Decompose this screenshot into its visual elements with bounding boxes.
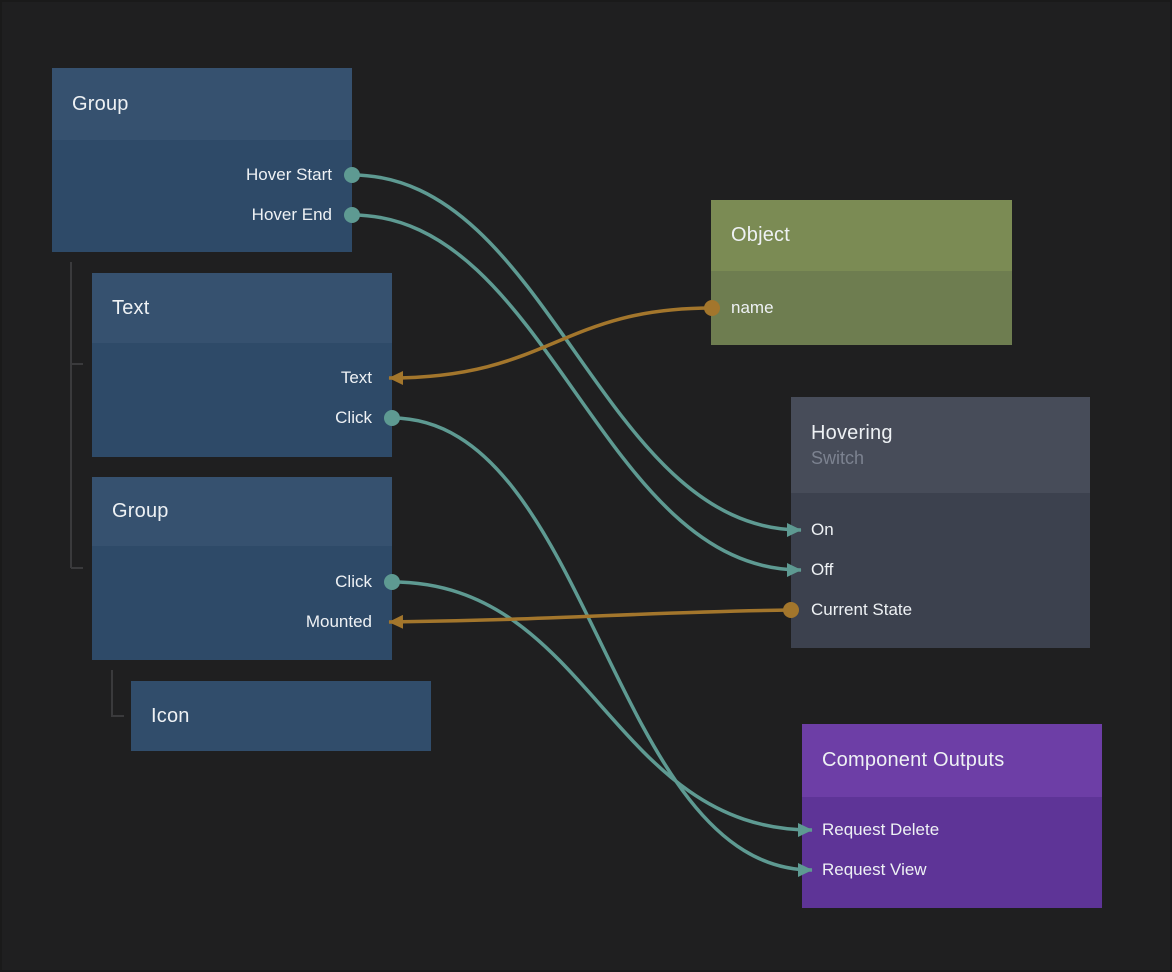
node-subtitle: Switch [811, 447, 865, 468]
node-text[interactable]: Text Text Click [92, 273, 392, 457]
wire-current-state-to-mounted[interactable] [388, 608, 792, 629]
port-click-output[interactable]: Click [92, 562, 392, 602]
node-hovering-switch[interactable]: Hovering Switch On Off Current State [791, 397, 1090, 648]
node-header[interactable]: Group [92, 477, 392, 546]
port-text-input[interactable]: Text [92, 358, 392, 398]
node-header[interactable]: Object [711, 200, 1012, 271]
node-body: Request Delete Request View [802, 797, 1102, 908]
node-icon[interactable]: Icon [131, 681, 431, 751]
node-body: Hover Start Hover End [52, 140, 352, 252]
port-request-view-input[interactable]: Request View [802, 850, 1102, 890]
node-group-1[interactable]: Group Hover Start Hover End [52, 68, 352, 252]
port-label: Click [335, 572, 372, 591]
node-title: Group [112, 500, 169, 522]
port-mounted-input[interactable]: Mounted [92, 602, 392, 642]
port-label: Request Delete [822, 820, 940, 839]
wire-object-name-to-text[interactable] [388, 306, 713, 385]
node-body: On Off Current State [791, 493, 1090, 648]
node-header[interactable]: Group [52, 68, 352, 140]
wire-group-click-to-request-delete[interactable] [391, 580, 813, 837]
node-title: Icon [151, 704, 190, 727]
port-label: name [731, 298, 774, 317]
node-object[interactable]: Object name [711, 200, 1012, 345]
port-off-input[interactable]: Off [791, 550, 1090, 590]
port-label: Mounted [305, 612, 372, 631]
node-component-outputs[interactable]: Component Outputs Request Delete Request… [802, 724, 1102, 908]
port-label: On [811, 520, 834, 539]
port-label: Hover Start [246, 165, 332, 184]
node-body: Text Click [92, 343, 392, 457]
port-on-input[interactable]: On [791, 510, 1090, 550]
node-body: name [711, 271, 1012, 345]
node-title: Text [112, 296, 150, 319]
port-current-state-output[interactable]: Current State [791, 590, 1090, 630]
port-label: Off [811, 560, 834, 579]
port-label: Text [340, 368, 372, 387]
node-title: Hovering [811, 421, 893, 444]
port-label: Click [335, 408, 372, 427]
node-title: Component Outputs [822, 749, 1005, 771]
port-click-output[interactable]: Click [92, 398, 392, 438]
node-title: Group [72, 92, 129, 115]
wire-text-click-to-request-view[interactable] [391, 416, 813, 877]
node-body: Click Mounted [92, 546, 392, 660]
port-hover-start[interactable]: Hover Start [52, 155, 352, 195]
port-label: Request View [822, 860, 927, 879]
node-title: Object [731, 224, 791, 246]
node-header[interactable]: Text [92, 273, 392, 343]
port-hover-end[interactable]: Hover End [52, 195, 352, 235]
port-request-delete-input[interactable]: Request Delete [802, 810, 1102, 850]
node-header[interactable]: Component Outputs [802, 724, 1102, 797]
node-group-2[interactable]: Group Click Mounted [92, 477, 392, 660]
port-name-output[interactable]: name [711, 288, 1012, 328]
port-label: Hover End [251, 205, 332, 224]
port-label: Current State [811, 600, 913, 619]
node-header[interactable]: Hovering Switch [791, 397, 1090, 493]
